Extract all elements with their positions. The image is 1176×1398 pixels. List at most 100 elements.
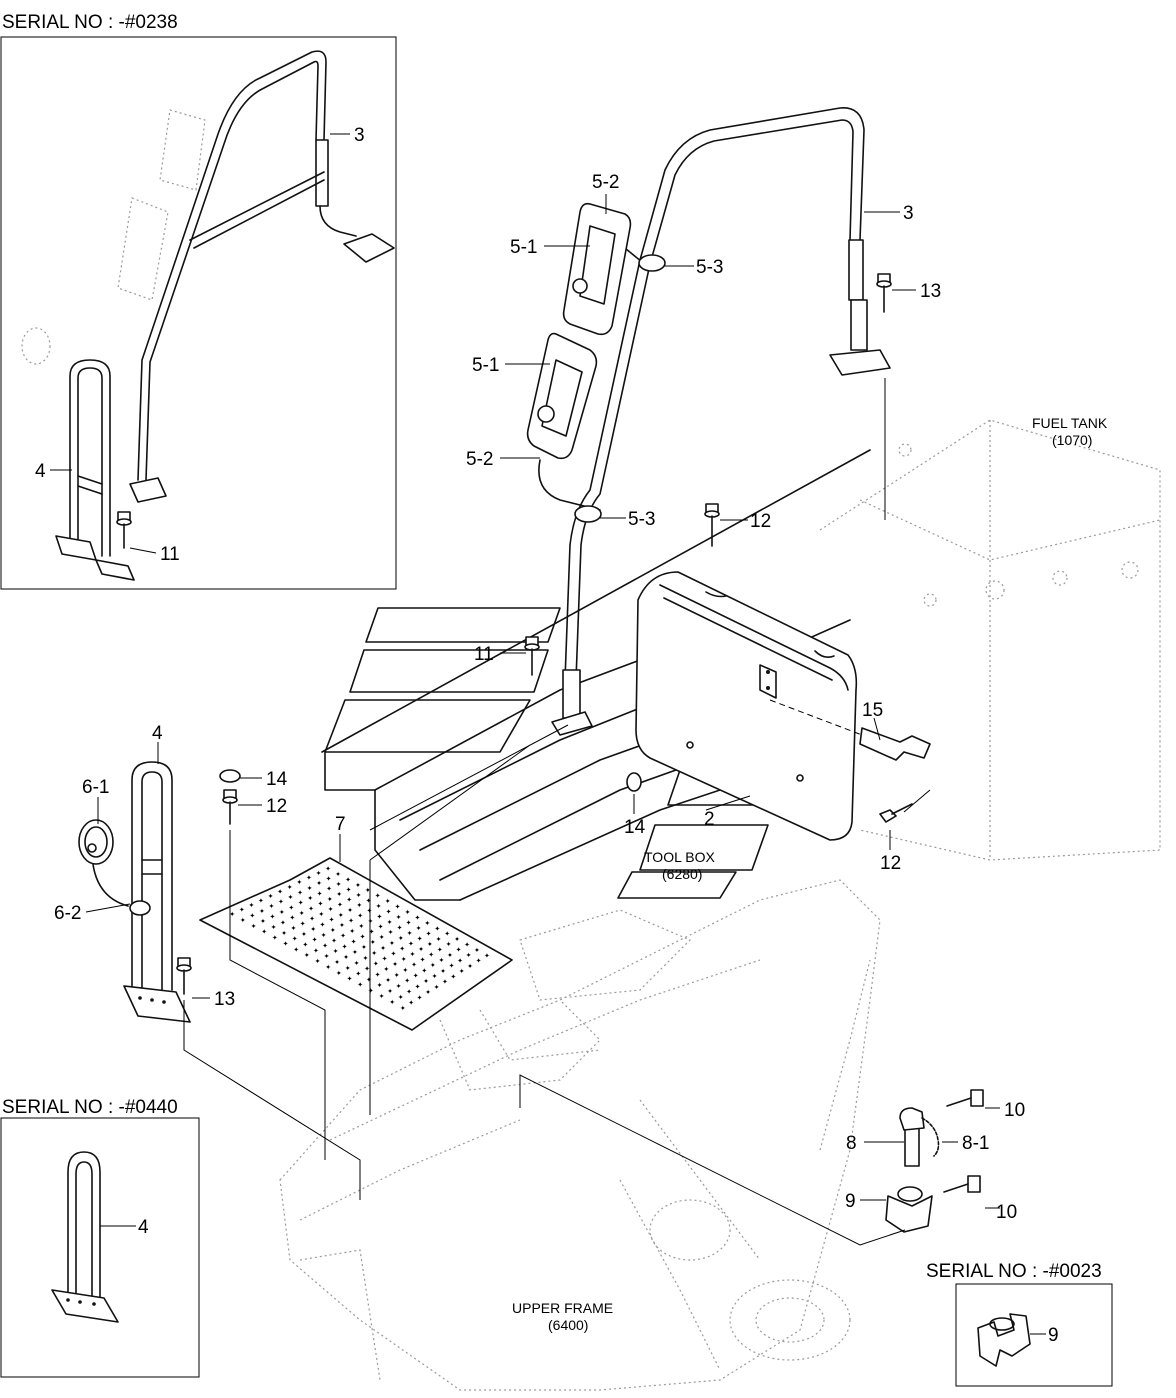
plate-hole: ✦ <box>287 883 293 891</box>
plate-hole: ✦ <box>427 940 433 948</box>
plate-hole: ✦ <box>378 923 384 931</box>
plate-hole: ✦ <box>385 898 391 906</box>
plate-hole: ✦ <box>447 951 453 959</box>
inset-title-0238: SERIAL NO : -#0238 <box>2 12 178 33</box>
plate-hole: ✦ <box>347 907 353 915</box>
plate-hole: ✦ <box>329 916 335 924</box>
plate-hole: ✦ <box>362 954 368 962</box>
plate-hole: ✦ <box>296 879 302 887</box>
callout-bolt-handrail: 13 <box>214 989 235 1010</box>
fuel-tank-code: (1070) <box>1052 432 1092 448</box>
callout-inset-rail: 3 <box>354 125 365 146</box>
plate-hole: ✦ <box>272 934 278 942</box>
plate-hole: ✦ <box>338 911 344 919</box>
plate-hole: ✦ <box>407 929 413 937</box>
plate-hole: ✦ <box>388 929 394 937</box>
plate-hole: ✦ <box>392 961 398 969</box>
plate-hole: ✦ <box>366 897 372 905</box>
callout-mirror-bracket-upper: 5-2 <box>592 172 619 193</box>
plate-hole: ✦ <box>442 978 448 986</box>
plate-hole: ✦ <box>333 948 339 956</box>
pin-assembly <box>885 1107 940 1233</box>
callout-round-bracket: 6-2 <box>54 903 81 924</box>
plate-hole: ✦ <box>417 994 423 1002</box>
plate-hole: ✦ <box>308 905 314 913</box>
plate-hole: ✦ <box>259 907 265 915</box>
plate-hole: ✦ <box>312 936 318 944</box>
plate-hole: ✦ <box>307 895 313 903</box>
callout-round-mirror: 6-1 <box>82 777 109 798</box>
plate-hole: ✦ <box>316 880 322 888</box>
plate-hole: ✦ <box>438 957 444 965</box>
plate-hole: ✦ <box>336 969 342 977</box>
plate-hole: ✦ <box>357 981 363 989</box>
plate-hole: ✦ <box>280 919 286 927</box>
plate-hole: ✦ <box>409 951 415 959</box>
tool-box-cover <box>635 571 858 841</box>
plate-hole: ✦ <box>258 897 264 905</box>
plate-hole: ✦ <box>389 999 395 1007</box>
plate-hole: ✦ <box>298 899 304 907</box>
plate-hole: ✦ <box>425 989 431 997</box>
plate-hole: ✦ <box>340 932 346 940</box>
plate-hole: ✦ <box>464 941 470 949</box>
plate-hole: ✦ <box>418 945 424 953</box>
plate-hole: ✦ <box>307 884 313 892</box>
plate-hole: ✦ <box>476 957 482 965</box>
leader-lines <box>183 378 931 1246</box>
plate-hole: ✦ <box>402 966 408 974</box>
plate-hole: ✦ <box>293 946 299 954</box>
callout-pin-chain: 8-1 <box>962 1133 989 1154</box>
plate-hole: ✦ <box>376 913 382 921</box>
plate-hole: ✦ <box>434 983 440 991</box>
inset-title-0023: SERIAL NO : -#0023 <box>926 1261 1102 1282</box>
plate-hole: ✦ <box>309 915 315 923</box>
tool-box-code: (6280) <box>662 866 702 882</box>
callout-handrail: 4 <box>152 723 163 744</box>
plate-hole: ✦ <box>446 941 452 949</box>
plate-hole: ✦ <box>269 913 275 921</box>
plate-hole: ✦ <box>302 941 308 949</box>
plate-hole: ✦ <box>335 870 341 878</box>
plate-hole: ✦ <box>437 946 443 954</box>
plate-hole: ✦ <box>413 972 419 980</box>
plate-hole: ✦ <box>281 929 287 937</box>
plate-hole: ✦ <box>268 892 274 900</box>
plate-hole: ✦ <box>398 934 404 942</box>
plate-hole: ✦ <box>397 924 403 932</box>
plate-hole: ✦ <box>261 928 267 936</box>
plate-hole: ✦ <box>436 935 442 943</box>
plate-hole: ✦ <box>428 951 434 959</box>
plate-hole: ✦ <box>356 902 362 910</box>
plate-hole: ✦ <box>400 1004 406 1012</box>
plate-hole: ✦ <box>364 965 370 973</box>
plate-hole: ✦ <box>251 922 257 930</box>
callout-cap: 14 <box>266 769 288 790</box>
plate-hole: ✦ <box>440 967 446 975</box>
plate-hole: ✦ <box>467 962 473 970</box>
plate-hole: ✦ <box>326 875 332 883</box>
callout-inset3-bracket: 9 <box>1048 1325 1059 1346</box>
plate-hole: ✦ <box>406 988 412 996</box>
plate-hole: ✦ <box>343 954 349 962</box>
plate-hole: ✦ <box>321 931 327 939</box>
plate-hole: ✦ <box>342 943 348 951</box>
bolt-set <box>176 273 984 1193</box>
plate-hole: ✦ <box>366 907 372 915</box>
plate-hole: ✦ <box>317 900 323 908</box>
plate-hole: ✦ <box>456 946 462 954</box>
plate-hole: ✦ <box>345 876 351 884</box>
plate-hole: ✦ <box>408 999 414 1007</box>
plate-hole: ✦ <box>423 978 429 986</box>
plate-hole: ✦ <box>417 935 423 943</box>
callout-bolt-stay: 13 <box>920 281 941 302</box>
plate-hole: ✦ <box>457 957 463 965</box>
callout-mirror-lower: 5-1 <box>472 355 499 376</box>
stay-bracket <box>859 727 931 761</box>
plate-hole: ✦ <box>337 901 343 909</box>
callout-mirror-stay: 3 <box>903 203 914 224</box>
plate-hole: ✦ <box>249 912 255 920</box>
plate-hole: ✦ <box>383 966 389 974</box>
plate-hole: ✦ <box>324 953 330 961</box>
upper-frame-code: (6400) <box>548 1317 588 1333</box>
